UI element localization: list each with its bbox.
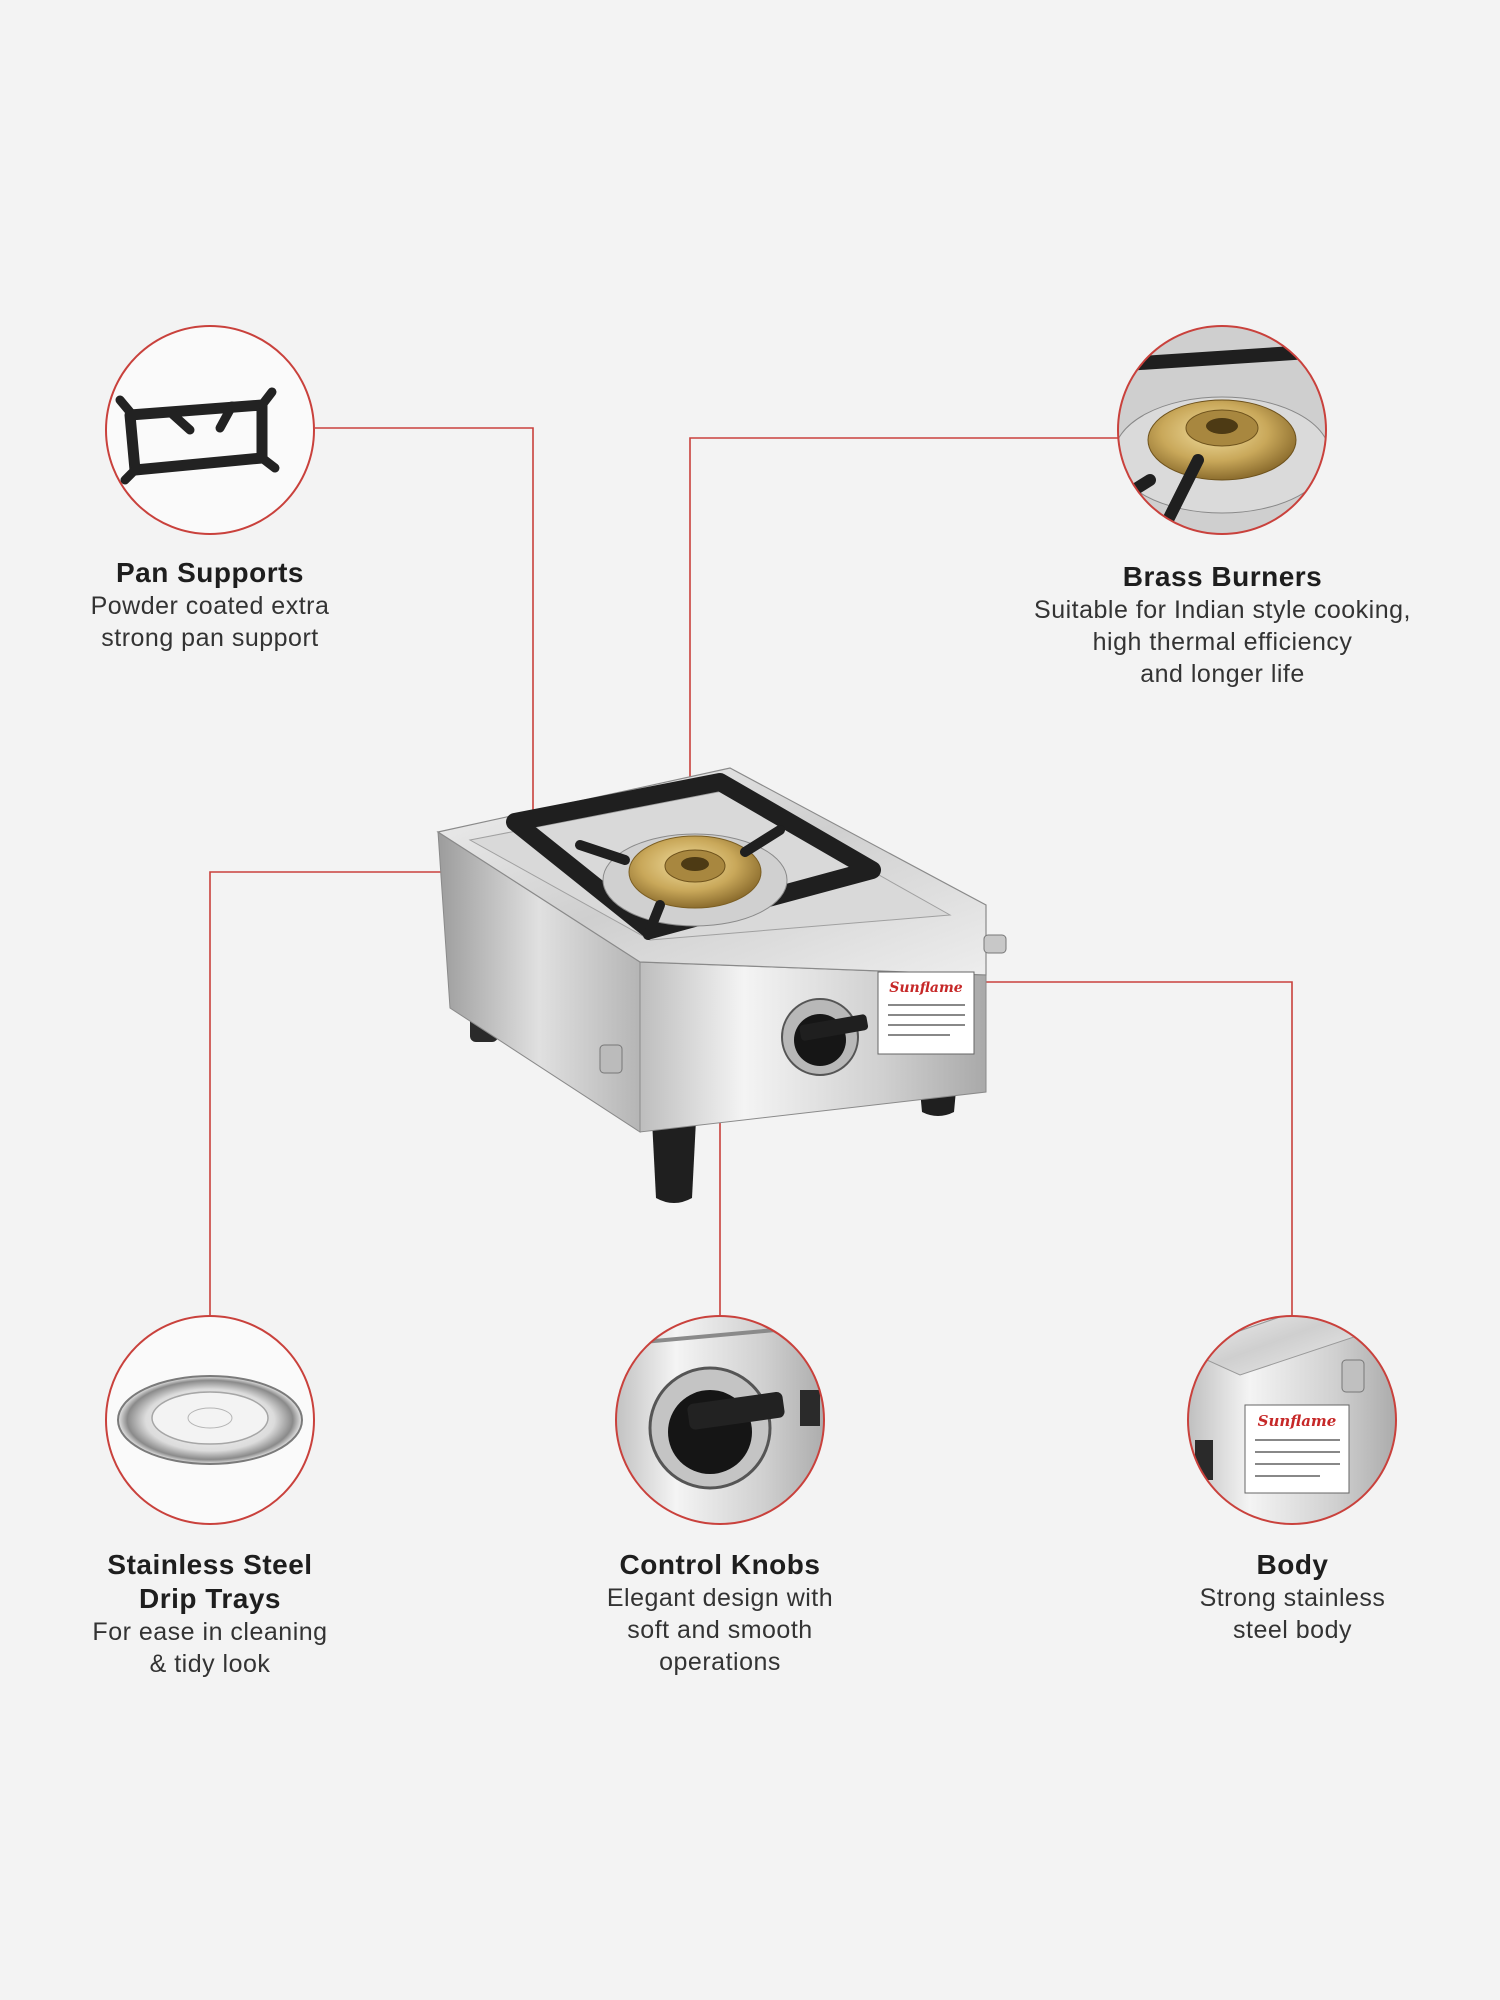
stove-product-image: Sunflame: [436, 767, 1007, 1203]
brass-burners-desc: Suitable for Indian style cooking, high …: [1034, 596, 1411, 688]
caption-pan-supports: Pan Supports Powder coated extra strong …: [40, 556, 380, 654]
brass-burners-title: Brass Burners: [1122, 561, 1323, 592]
callout-line-brass-burners: [689, 437, 1118, 858]
stove-body-icon: Sunflame: [1187, 1315, 1397, 1525]
control-knob-icon: [615, 1315, 825, 1525]
pan-supports-desc: Powder coated extra strong pan support: [90, 592, 330, 652]
control-knobs-desc: Elegant design with soft and smooth oper…: [606, 1584, 834, 1676]
caption-control-knobs: Control Knobs Elegant design with soft a…: [555, 1548, 885, 1678]
caption-body: Body Strong stainless steel body: [1135, 1548, 1450, 1646]
body-brand-label: Sunflame: [1258, 1412, 1337, 1430]
caption-brass-burners: Brass Burners Suitable for Indian style …: [1000, 560, 1445, 690]
body-title: Body: [1256, 1549, 1329, 1580]
drip-tray-icon: [105, 1315, 315, 1525]
body-desc: Strong stainless steel body: [1199, 1584, 1386, 1644]
brand-label: Sunflame: [889, 980, 963, 996]
callout-line-pan-supports: [315, 427, 534, 818]
drip-trays-desc: For ease in cleaning & tidy look: [92, 1618, 328, 1678]
brass-burner-icon: [1117, 325, 1327, 535]
pan-supports-title: Pan Supports: [115, 557, 304, 588]
control-knobs-title: Control Knobs: [619, 1549, 821, 1580]
caption-drip-trays: Stainless Steel Drip Trays For ease in c…: [40, 1548, 380, 1680]
drip-trays-title: Stainless Steel Drip Trays: [107, 1549, 313, 1614]
callout-line-body: [960, 981, 1293, 1316]
pan-support-icon: [105, 325, 315, 535]
